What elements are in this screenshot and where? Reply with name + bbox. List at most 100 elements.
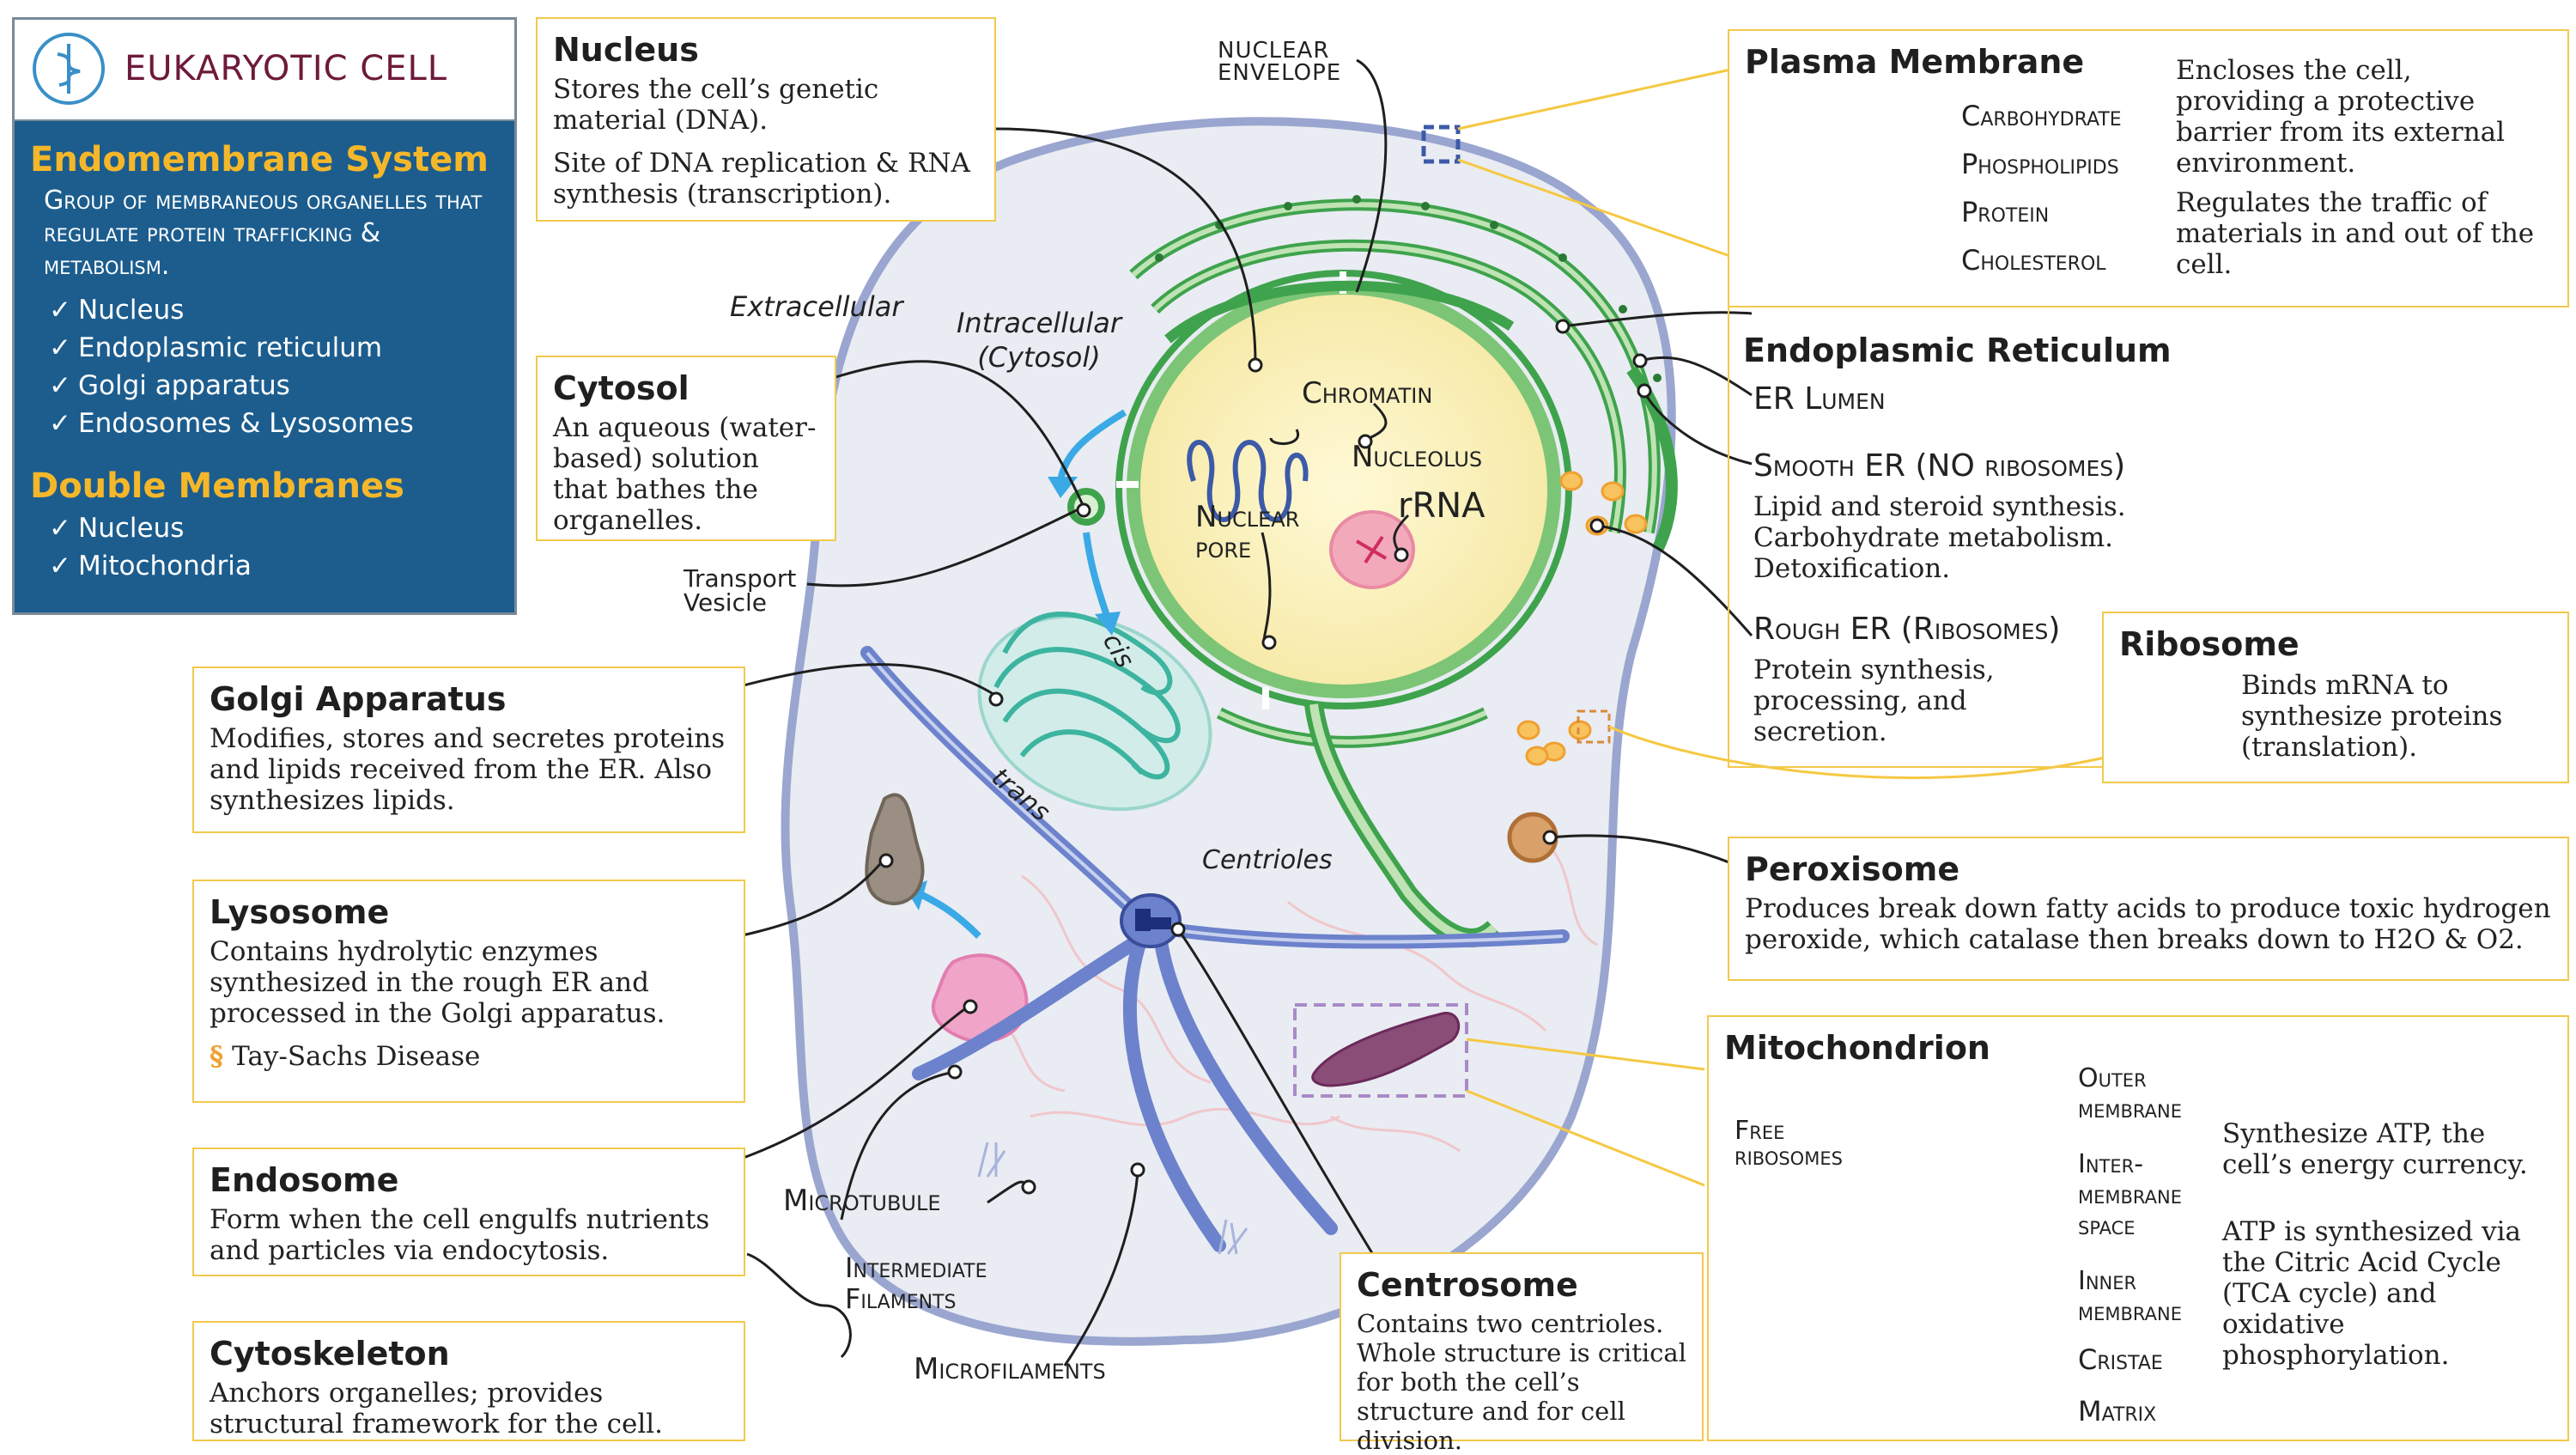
section-endomembrane-desc: Group of membraneous organelles that reg…	[44, 186, 483, 281]
peroxisome-title: Peroxisome	[1745, 850, 1960, 888]
nucleolus-label: Nucleolus	[1352, 440, 1483, 474]
dna-icon: §	[210, 1041, 224, 1072]
chromatin-label: Chromatin	[1302, 376, 1433, 411]
plasma-desc-1: Encloses the cell, providing a protectiv…	[2176, 55, 2506, 179]
nuclear-envelope-label: NUCLEAR ENVELOPE	[1218, 38, 1342, 86]
smooth-er-title: Smooth ER (NO ribosomes)	[1753, 448, 2126, 484]
sidebar-header: EUKARYOTIC CELL	[15, 20, 514, 121]
nuclear-pore-label: Nuclear pore	[1195, 500, 1300, 565]
endomembrane-item: ✓Endosomes & Lysosomes	[49, 408, 414, 439]
mitochondrion-title: Mitochondrion	[1724, 1029, 1990, 1067]
centriole-2	[1151, 917, 1171, 929]
check-icon: ✓	[49, 551, 71, 581]
transport-arrows	[917, 409, 1127, 939]
cytosol-title: Cytosol	[553, 369, 690, 407]
double-membrane-item: ✓Nucleus	[49, 513, 185, 544]
endosome-desc: Form when the cell engulfs nutrients and…	[210, 1204, 710, 1266]
carbohydrate-label: Carbohydrate	[1961, 100, 2122, 132]
medical-logo-icon	[33, 33, 105, 105]
sidebar-title: EUKARYOTIC CELL	[125, 49, 448, 88]
centriole-1	[1135, 909, 1151, 931]
er-box-bottom	[1728, 766, 2102, 768]
smooth-er-desc: Lipid and steroid synthesis. Carbohydrat…	[1753, 491, 2126, 584]
rough-er-desc: Protein synthesis, processing, and secre…	[1753, 654, 1995, 747]
outer-membrane-label: Outer membrane	[2078, 1063, 2182, 1124]
er-lumen-label: ER Lumen	[1753, 381, 1886, 417]
lysosome-desc: Contains hydrolytic enzymes synthesized …	[210, 936, 665, 1029]
tay-sachs-note: § Tay-Sachs Disease	[210, 1041, 481, 1072]
intermediate-filaments-label: Intermediate Filaments	[845, 1251, 987, 1315]
endosome-shape	[865, 793, 925, 905]
nucleus	[1115, 270, 1572, 709]
extracellular-label: Extracellular	[730, 290, 903, 323]
phospholipids-label: Phospholipids	[1961, 148, 2119, 180]
cytoskeleton-box: Cytoskeleton Anchors organelles; provide…	[192, 1321, 745, 1441]
er-title: Endoplasmic Reticulum	[1743, 332, 2172, 369]
free-ribosomes	[1516, 471, 1648, 766]
membrane-zoom-box	[1421, 125, 1461, 164]
mito-zoom-box	[1293, 1003, 1468, 1098]
cytoskeleton-title: Cytoskeleton	[210, 1335, 450, 1373]
lysosome-box: Lysosome Contains hydrolytic enzymes syn…	[192, 880, 745, 1103]
rough-er-title: Rough ER (Ribosomes)	[1753, 612, 2061, 647]
nucleus-desc-1: Stores the cell’s genetic material (DNA)…	[553, 74, 879, 136]
inner-membrane-label: Inner membrane	[2078, 1266, 2182, 1327]
cristae-label: Cristae	[2078, 1343, 2163, 1376]
lysosome-title: Lysosome	[210, 893, 390, 931]
golgi-title: Golgi Apparatus	[210, 680, 507, 718]
plasma-membrane-title: Plasma Membrane	[1745, 43, 2085, 81]
mito-desc-2: ATP is synthesized via the Citric Acid C…	[2222, 1216, 2522, 1371]
ribosome-box: Ribosome Binds mRNA to synthesize protei…	[2102, 612, 2569, 783]
ribosome-desc: Binds mRNA to synthesize proteins (trans…	[2241, 670, 2503, 763]
check-icon: ✓	[49, 513, 71, 544]
check-icon: ✓	[49, 295, 71, 326]
peroxisome-desc: Produces break down fatty acids to produ…	[1745, 893, 2551, 955]
peroxisome-box: Peroxisome Produces break down fatty aci…	[1728, 837, 2569, 981]
free-ribosomes-label: Free ribosomes	[1735, 1116, 1843, 1172]
golgi-box: Golgi Apparatus Modifies, stores and sec…	[192, 667, 745, 833]
intracellular-label: Intracellular (Cytosol)	[956, 307, 1122, 374]
cytoskeleton-desc: Anchors organelles; provides structural …	[210, 1378, 663, 1440]
chromatin	[1187, 440, 1309, 522]
centrioles-label: Centrioles	[1202, 845, 1333, 875]
nucleus-box: Nucleus Stores the cell’s genetic materi…	[536, 17, 996, 222]
check-icon: ✓	[49, 370, 71, 401]
leader-dots	[878, 319, 1652, 1195]
endomembrane-item: ✓Golgi apparatus	[49, 370, 290, 401]
cytosol-desc: An aqueous (water-based) solution that b…	[553, 412, 817, 536]
section-double-membranes-title: Double Membranes	[30, 466, 404, 506]
zoom-lines	[1457, 67, 2113, 1187]
check-icon: ✓	[49, 332, 71, 363]
cholesterol-label: Cholesterol	[1961, 244, 2106, 277]
golgi-apparatus	[977, 612, 1212, 812]
matrix-label: Matrix	[2078, 1395, 2157, 1428]
microfilaments-label: Microfilaments	[914, 1352, 1106, 1386]
centrosome-box: Centrosome Contains two centrioles. Whol…	[1340, 1252, 1704, 1455]
er-section: Endoplasmic Reticulum ER Lumen Smooth ER…	[1728, 320, 2569, 766]
endomembrane-item: ✓Nucleus	[49, 295, 185, 326]
nucleus-desc-2: Site of DNA replication & RNA synthesis …	[553, 148, 970, 210]
check-icon: ✓	[49, 408, 71, 439]
centrosome-desc: Contains two centrioles. Whole structure…	[1357, 1309, 1686, 1455]
nucleus-title: Nucleus	[553, 31, 699, 69]
rrna-label: rRNA	[1398, 486, 1485, 526]
mitochondrion-small	[1311, 1012, 1461, 1087]
endosome-box: Endosome Form when the cell engulfs nutr…	[192, 1148, 745, 1276]
section-endomembrane-title: Endomembrane System	[30, 140, 489, 180]
sidebar-panel: EUKARYOTIC CELL Endomembrane System Grou…	[12, 17, 517, 615]
protein-label: Protein	[1961, 196, 2050, 228]
cytoskeleton-brace	[746, 1252, 852, 1359]
ribosome-title: Ribosome	[2119, 625, 2300, 663]
plasma-desc-2: Regulates the traffic of materials in an…	[2176, 187, 2535, 280]
endosome-title: Endosome	[210, 1161, 399, 1199]
endomembrane-item: ✓Endoplasmic reticulum	[49, 332, 383, 363]
mito-desc-1: Synthesize ATP, the cell’s energy curren…	[2222, 1118, 2528, 1180]
golgi-desc: Modifies, stores and secretes proteins a…	[210, 723, 726, 816]
mitochondrion-box: Mitochondrion Free ribosomes Outer membr…	[1707, 1015, 2569, 1441]
centrosome-title: Centrosome	[1357, 1266, 1578, 1304]
double-membrane-item: ✓Mitochondria	[49, 551, 252, 581]
microtubule-label: Microtubule	[783, 1184, 941, 1218]
cytosol-box: Cytosol An aqueous (water-based) solutio…	[536, 356, 836, 541]
intermembrane-space-label: Inter- membrane space	[2078, 1149, 2182, 1241]
intermediate-filaments-drawing	[977, 1141, 1249, 1255]
